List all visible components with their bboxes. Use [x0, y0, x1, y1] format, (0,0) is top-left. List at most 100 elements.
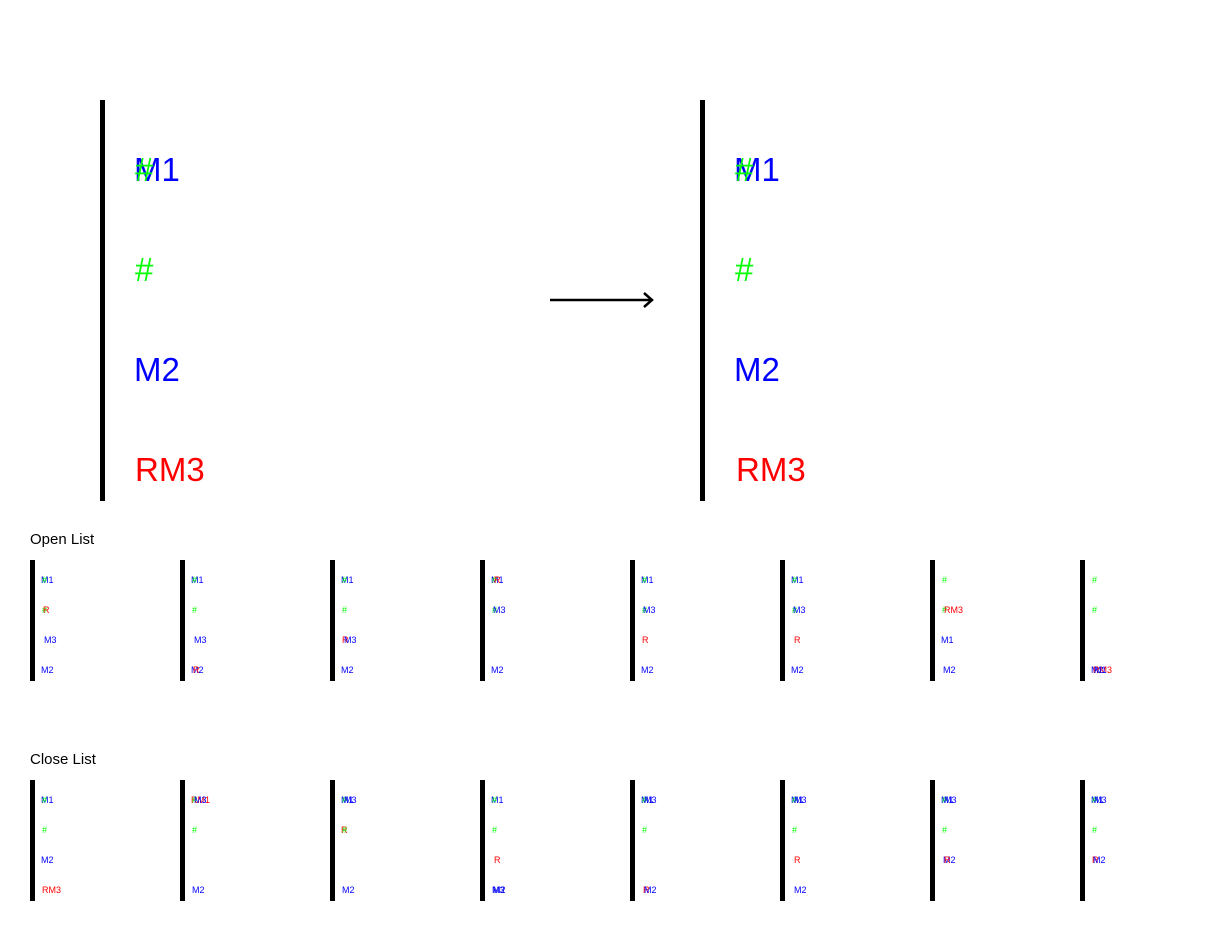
grid-cell: [183, 590, 185, 621]
robot-marker: M1: [1091, 795, 1104, 805]
grid-cell: [33, 590, 35, 621]
robot-marker: M1: [491, 575, 504, 585]
grid-cell: [783, 650, 785, 681]
grid-cell: [183, 840, 185, 871]
grid-cell: [933, 560, 935, 591]
robot-marker: M3: [344, 795, 357, 805]
obstacle-marker: #: [942, 605, 948, 615]
grid-cell: R: [783, 620, 801, 651]
grid-cell: [633, 650, 635, 681]
robot-marker: M3: [44, 635, 57, 645]
grid-cell: M3: [183, 780, 207, 811]
grid-cell: [703, 200, 705, 301]
obstacle-marker: #: [342, 825, 348, 835]
robot-marker: M1: [941, 635, 954, 645]
grid-cell: [33, 560, 35, 591]
robot-marker: M2: [943, 855, 956, 865]
grid-cell: [1083, 870, 1085, 901]
grid-cell: [33, 650, 35, 681]
robot-marker: M3: [194, 795, 207, 805]
grid-cell: [933, 650, 935, 681]
target-marker: RM1: [191, 795, 211, 805]
obstacle-marker: #: [792, 795, 798, 805]
obstacle-marker: #: [42, 795, 48, 805]
grid-cell: [703, 400, 705, 501]
grid-cell: [333, 590, 335, 621]
robot-marker: M2: [493, 885, 506, 895]
grid-cell: [1083, 620, 1085, 651]
obstacle-marker: #: [735, 151, 754, 188]
robot-marker: M3: [793, 605, 806, 615]
obstacle-marker: #: [492, 575, 498, 585]
grid-cell: [333, 870, 335, 901]
robot-marker: M2: [134, 351, 180, 388]
obstacle-marker: #: [642, 575, 648, 585]
obstacle-marker: #: [42, 825, 48, 835]
grid-cell: RM3: [933, 590, 963, 621]
robot-marker: M1: [641, 575, 654, 585]
grid-cell: R: [933, 840, 951, 871]
obstacle-marker: #: [642, 795, 648, 805]
grid-cell: [183, 560, 185, 591]
robot-marker: M3: [1094, 795, 1107, 805]
grid-cell: [933, 870, 935, 901]
robot-marker: M2: [644, 885, 657, 895]
grid-cell: [103, 100, 105, 201]
obstacle-marker: #: [492, 795, 498, 805]
grid-cell: [633, 620, 635, 651]
target-marker: R: [341, 825, 348, 835]
robot-marker: M2: [943, 665, 956, 675]
robot-marker: M2: [41, 665, 54, 675]
robot-marker: M3: [492, 885, 505, 895]
robot-marker: M1: [791, 575, 804, 585]
obstacle-marker: #: [792, 825, 798, 835]
robot-marker: M1: [641, 795, 654, 805]
robot-marker: M2: [341, 665, 354, 675]
obstacle-marker: #: [1092, 825, 1098, 835]
target-marker: RM3: [42, 885, 62, 895]
grid-cell: [183, 650, 185, 681]
open-list-label: Open List: [30, 531, 95, 548]
grid-cell: [1083, 840, 1085, 871]
close-list-grid: RM1#M3#M2: [180, 780, 210, 901]
grid-cell: [1083, 560, 1085, 591]
robot-marker: M3: [944, 795, 957, 805]
grid-cell: [103, 300, 105, 401]
grid-cell: [483, 590, 485, 621]
robot-marker: M1: [341, 575, 354, 585]
grid-cell: [703, 300, 705, 401]
robot-marker: M2: [791, 665, 804, 675]
robot-marker: M1: [41, 795, 54, 805]
target-marker: R: [43, 605, 50, 615]
grid-cell: [103, 400, 105, 501]
obstacle-marker: #: [642, 825, 648, 835]
obstacle-marker: #: [342, 795, 348, 805]
target-marker: R: [193, 665, 200, 675]
robot-marker: M1: [491, 795, 504, 805]
robot-marker: M3: [493, 605, 506, 615]
grid-cell: [483, 780, 485, 811]
grid-cell: R: [483, 840, 501, 871]
obstacle-marker: #: [192, 795, 198, 805]
target-marker: RM3: [135, 451, 205, 488]
robot-marker: M1: [41, 575, 54, 585]
grid-cell: R: [483, 560, 501, 591]
obstacle-marker: #: [1092, 575, 1098, 585]
robot-marker: M1: [1094, 665, 1107, 675]
grid-cell: M3: [1083, 780, 1107, 811]
grid-cell: [633, 840, 635, 871]
grid-cell: M3: [783, 780, 807, 811]
robot-marker: M1: [191, 575, 204, 585]
grid-cell: [633, 810, 635, 841]
grid-cell: [933, 810, 935, 841]
obstacle-marker: #: [1092, 605, 1098, 615]
